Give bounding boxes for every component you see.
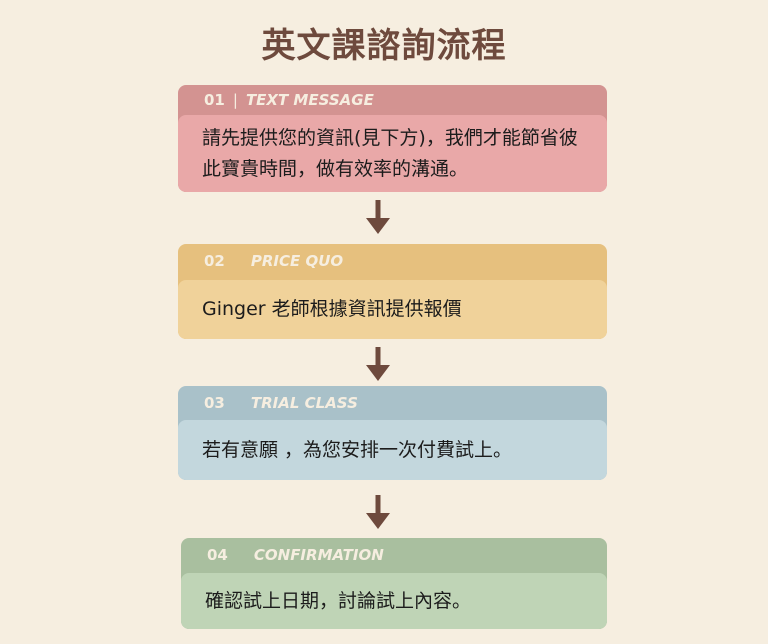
step-header: 02 PRICE QUO — [178, 244, 607, 278]
step-card-price-quote: 02 PRICE QUO Ginger 老師根據資訊提供報價 — [178, 244, 607, 339]
page-title: 英文課諮詢流程 — [261, 26, 507, 66]
step-number: 02 — [204, 252, 225, 270]
step-body: 若有意願 ，為您安排一次付費試上。 — [178, 420, 607, 480]
step-label: TRIAL CLASS — [250, 394, 358, 412]
step-number: 04 — [207, 546, 228, 564]
step-header: 03 TRIAL CLASS — [178, 386, 607, 420]
step-body: Ginger 老師根據資訊提供報價 — [178, 280, 607, 339]
step-header: 04 CONFIRMATION — [181, 538, 607, 572]
step-label: TEXT MESSAGE — [245, 91, 374, 109]
step-number: 01 — [204, 91, 225, 109]
step-label: CONFIRMATION — [253, 546, 384, 564]
step-number: 03 — [204, 394, 225, 412]
step-body: 確認試上日期，討論試上內容。 — [181, 573, 607, 629]
step-card-confirmation: 04 CONFIRMATION 確認試上日期，討論試上內容。 — [181, 538, 607, 629]
arrow-down-icon — [366, 200, 390, 234]
step-header: 01 | TEXT MESSAGE — [178, 85, 607, 115]
step-card-text-message: 01 | TEXT MESSAGE 請先提供您的資訊(見下方)，我們才能節省彼此寶貴… — [178, 85, 607, 192]
step-body: 請先提供您的資訊(見下方)，我們才能節省彼此寶貴時間，做有效率的溝通。 — [178, 115, 607, 192]
arrow-down-icon — [366, 495, 390, 529]
step-card-trial-class: 03 TRIAL CLASS 若有意願 ，為您安排一次付費試上。 — [178, 386, 607, 480]
step-label: PRICE QUO — [250, 252, 344, 270]
step-separator: | — [232, 91, 238, 109]
arrow-down-icon — [366, 347, 390, 381]
